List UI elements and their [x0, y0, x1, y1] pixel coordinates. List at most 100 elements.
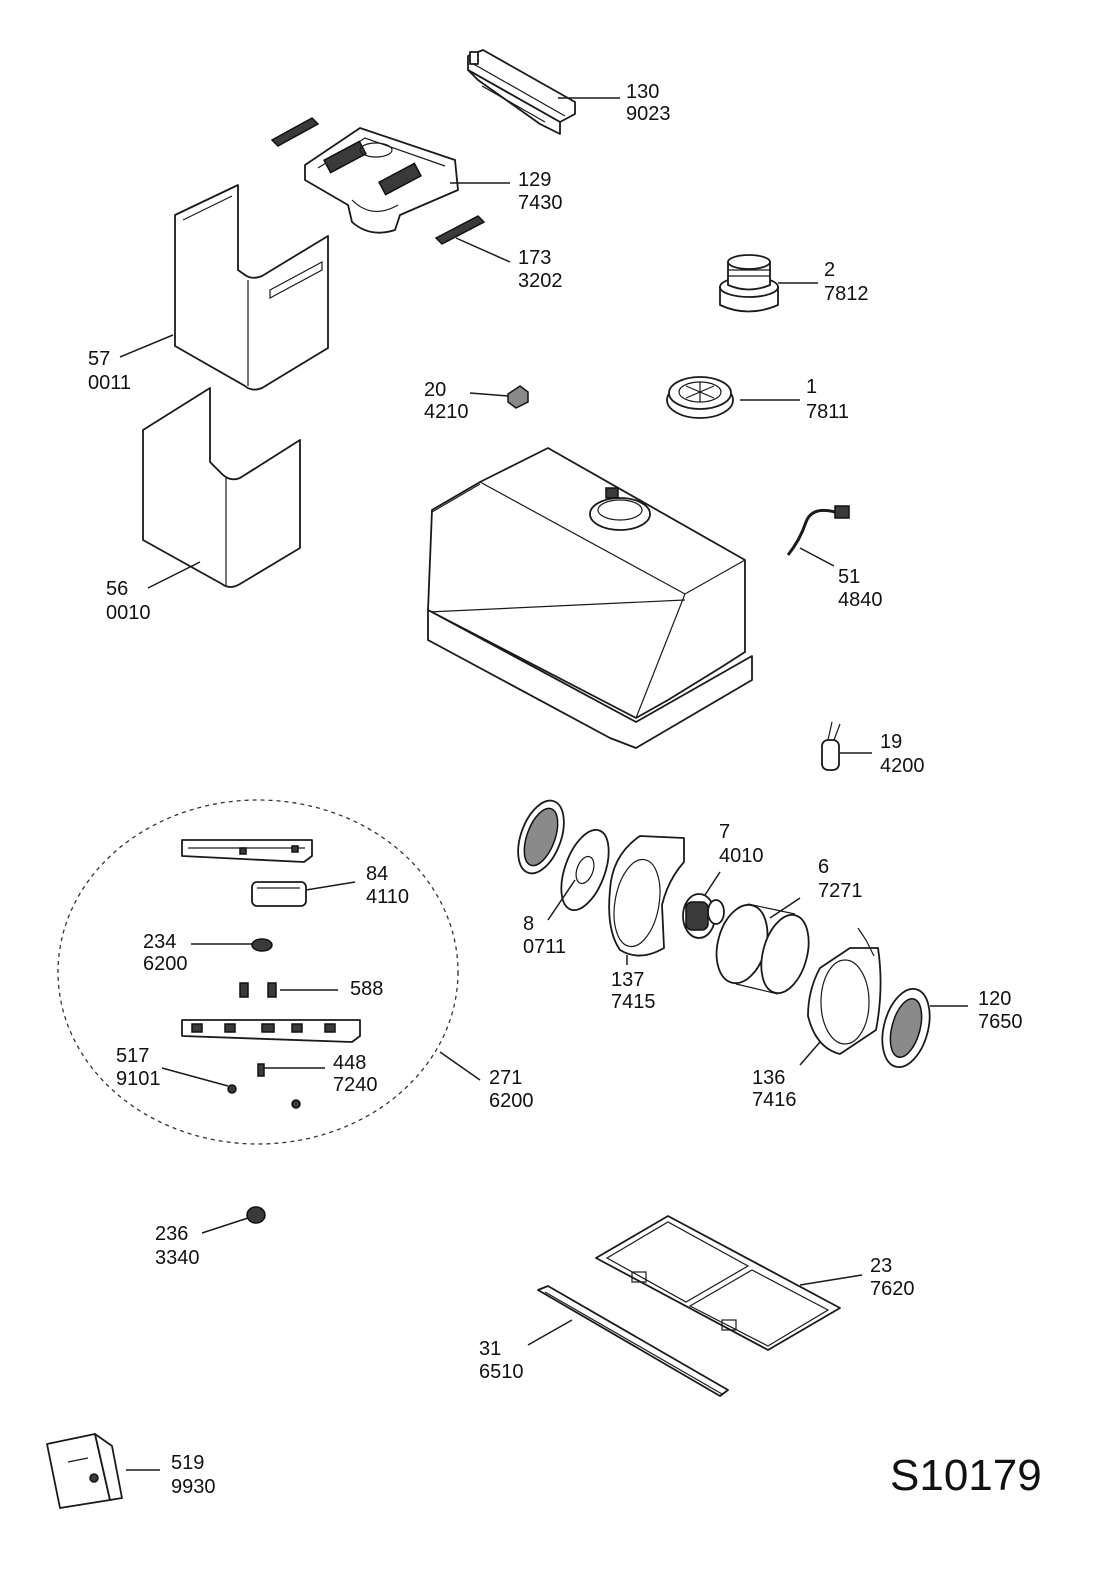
callout-20: 20 4210 — [424, 379, 469, 423]
part-blower-wheel-left — [517, 799, 565, 875]
part-hood-body — [427, 447, 753, 749]
part-8-plate — [560, 829, 610, 911]
part-517-screws — [227, 1084, 301, 1109]
callout-code: 7271 — [818, 880, 863, 902]
callout-517: 517 9101 — [116, 1045, 161, 1090]
callout-number: 448 — [333, 1052, 366, 1074]
callout-number: 137 — [611, 969, 644, 991]
callout-number: 173 — [518, 247, 551, 269]
callout-code: 7650 — [978, 1011, 1023, 1033]
callout-130: 130 9023 — [626, 81, 671, 125]
callout-code: 4110 — [366, 886, 409, 908]
callout-519: 519 9930 — [171, 1452, 216, 1498]
part-588-pair — [239, 982, 277, 998]
callout-1: 1 7811 — [806, 376, 849, 423]
callout-code: 7812 — [824, 283, 869, 305]
part-control-board-lower — [181, 1019, 361, 1043]
callout-code: 7240 — [333, 1074, 378, 1096]
callout-271: 271 6200 — [489, 1067, 534, 1112]
callout-137: 137 7415 — [611, 969, 656, 1013]
part-20-switch — [507, 385, 529, 409]
part-234-knob — [251, 938, 273, 952]
callout-code: 6510 — [479, 1361, 524, 1383]
callout-code: 4840 — [838, 589, 883, 611]
callout-number: 120 — [978, 988, 1011, 1010]
callout-code: 7620 — [870, 1278, 915, 1300]
callout-31: 31 6510 — [479, 1338, 524, 1383]
callout-code: 7430 — [518, 192, 563, 214]
part-519-document-bag — [46, 1433, 123, 1509]
callout-51: 51 4840 — [838, 566, 883, 611]
part-173-seal — [434, 215, 486, 245]
part-2-duct-adaptor — [719, 254, 779, 313]
part-6-wheel — [715, 903, 810, 995]
callout-173: 173 3202 — [518, 247, 563, 292]
callout-code: 9930 — [171, 1476, 216, 1498]
callout-code: 4010 — [719, 845, 764, 867]
callout-code: 6200 — [143, 953, 188, 975]
callout-number: 271 — [489, 1067, 522, 1089]
part-137-housing — [608, 835, 685, 957]
callout-120: 120 7650 — [978, 988, 1023, 1033]
callout-code: 0011 — [88, 372, 131, 394]
callout-code: 7416 — [752, 1089, 797, 1111]
callout-number: 57 — [88, 348, 110, 370]
part-56-lower-chimney — [142, 387, 301, 588]
callout-56: 56 0010 — [106, 578, 151, 624]
part-51-cable — [786, 505, 850, 556]
callout-number: 6 — [818, 856, 829, 878]
callout-number: 130 — [626, 81, 659, 103]
callout-number: 129 — [518, 169, 551, 191]
callout-number: 56 — [106, 578, 128, 600]
callout-2: 2 7812 — [824, 259, 869, 305]
callout-number: 1 — [806, 376, 817, 398]
part-120-wheel-right — [881, 988, 931, 1068]
callout-code: 0711 — [523, 936, 566, 958]
callout-number: 517 — [116, 1045, 149, 1067]
callout-code: 3340 — [155, 1247, 200, 1269]
callout-8: 8 0711 — [523, 913, 566, 958]
callout-number: 588 — [350, 978, 383, 1000]
callout-number: 31 — [479, 1338, 501, 1360]
callout-57: 57 0011 — [88, 348, 131, 394]
callout-84: 84 4110 — [366, 863, 409, 908]
part-130-bracket — [467, 49, 576, 135]
part-136-housing — [807, 927, 882, 1055]
callout-code: 4200 — [880, 755, 925, 777]
callout-code: 7415 — [611, 991, 656, 1013]
leader-lines — [119, 97, 968, 1471]
callout-number: 23 — [870, 1255, 892, 1277]
callout-number: 136 — [752, 1067, 785, 1089]
callout-code: 3202 — [518, 270, 563, 292]
callout-number: 236 — [155, 1223, 188, 1245]
callout-code: 0010 — [106, 602, 151, 624]
callout-588: 588 — [350, 978, 383, 1000]
callout-code: 9023 — [626, 103, 671, 125]
callout-129: 129 7430 — [518, 169, 563, 214]
part-84-module — [251, 881, 307, 907]
callout-code: 4210 — [424, 401, 469, 423]
part-57-upper-chimney — [174, 184, 329, 391]
part-236-knob — [246, 1206, 266, 1224]
callout-number: 84 — [366, 863, 388, 885]
callout-23: 23 7620 — [870, 1255, 915, 1300]
part-23-filters — [595, 1215, 841, 1351]
part-129-air-deflector — [304, 127, 459, 234]
callout-number: 20 — [424, 379, 446, 401]
part-seal-top — [270, 117, 320, 147]
part-19-capacitor — [821, 721, 841, 771]
part-7-motor — [682, 893, 725, 939]
drawing-number: S10179 — [890, 1451, 1042, 1500]
callout-136: 136 7416 — [752, 1067, 797, 1111]
callout-234: 234 6200 — [143, 931, 188, 975]
part-31-trim-strip — [537, 1285, 729, 1397]
callout-number: 519 — [171, 1452, 204, 1474]
callout-7: 7 4010 — [719, 821, 764, 867]
callout-number: 2 — [824, 259, 835, 281]
callout-236: 236 3340 — [155, 1223, 200, 1269]
callout-number: 19 — [880, 731, 902, 753]
callout-number: 7 — [719, 821, 730, 843]
callout-number: 8 — [523, 913, 534, 935]
